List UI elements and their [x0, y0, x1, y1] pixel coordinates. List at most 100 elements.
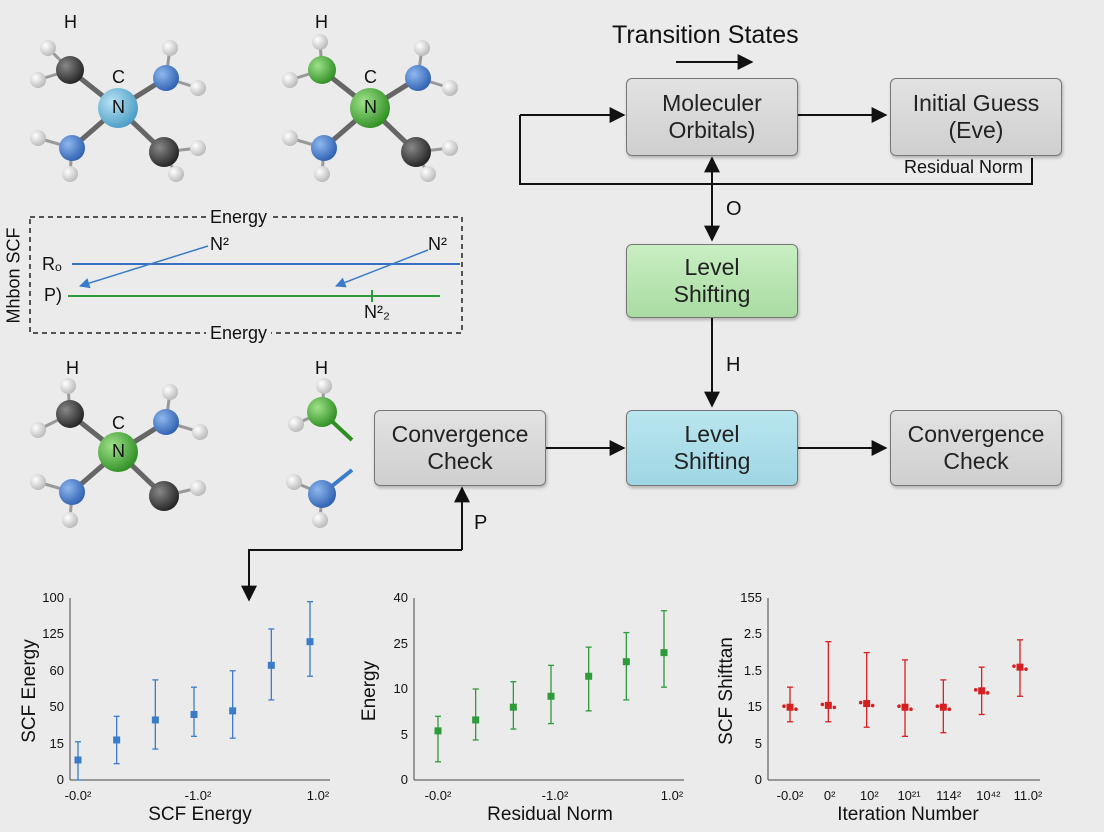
- atom-label-h-4: H: [315, 358, 328, 378]
- chart2-point: [585, 672, 593, 680]
- chart3-point: [1016, 663, 1024, 671]
- level-shifting-blue-box[interactable]: Level Shifting: [626, 410, 798, 486]
- chart3-x-tick-label: 0²: [823, 788, 836, 803]
- chart2-point: [660, 649, 668, 657]
- chart3-jitter-dot: [935, 704, 940, 708]
- chart3-x-tick-label: 10⁴²: [976, 788, 1001, 803]
- flow-connectors: [241, 54, 1033, 602]
- chart1-point: [229, 707, 237, 715]
- chart3-jitter-dot: [909, 707, 913, 711]
- convergence-check-left-box[interactable]: Convergence Check: [374, 410, 546, 486]
- chart3-point: [824, 701, 832, 709]
- atom-label-h-2: H: [315, 12, 328, 32]
- chart1-point: [113, 736, 121, 744]
- chart3-jitter-dot: [794, 707, 798, 711]
- chart2-point: [434, 727, 442, 735]
- chart1-point: [151, 716, 159, 724]
- n2-arrow-right: [335, 249, 429, 288]
- chart3-x-tick-label: 10²: [859, 788, 879, 803]
- chart-axes: [69, 598, 1040, 781]
- energy-panel-n2-c: N²₂: [364, 302, 390, 322]
- diagram-title: Transition States: [612, 21, 799, 49]
- chart3-jitter-dot: [973, 688, 978, 692]
- chart3-jitter-dot: [897, 704, 901, 708]
- molecule-fragment: [286, 378, 354, 528]
- n2-arrow-left: [78, 245, 209, 289]
- energy-panel: [29, 216, 463, 334]
- chart2-xlabel: Residual Norm: [487, 804, 613, 825]
- chart3-jitter-dot: [820, 702, 825, 707]
- chart3-jitter-dot: [1012, 664, 1016, 668]
- chart2-point: [547, 692, 555, 700]
- chart1-y-tick-label: 15: [49, 735, 64, 751]
- residual-norm-label: Residual Norm: [904, 157, 1024, 177]
- chart3-jitter-dot: [832, 705, 837, 710]
- chart2-point: [472, 716, 480, 724]
- chart2-y-tick-label: 10: [393, 681, 408, 696]
- atom-label-n-1: N: [112, 97, 125, 117]
- atom-label-c-3: C: [112, 413, 125, 433]
- chart3-x-tick-label: 11.0²: [1013, 788, 1043, 803]
- chart1-x-tick-label: -1.0²: [184, 788, 212, 803]
- atom-label-c-2: C: [364, 67, 377, 87]
- chart3-point: [786, 703, 794, 711]
- chart1-x-tick-label: -0.0²: [64, 788, 92, 803]
- chart3-point: [863, 700, 871, 708]
- chart1-y-tick-label: 100: [42, 590, 64, 605]
- energy-panel-r-label: Rₒ: [42, 254, 62, 274]
- chart1-point: [74, 756, 82, 764]
- chart3-x-tick-label: -0.0²: [776, 788, 804, 803]
- chart1-point: [306, 638, 314, 646]
- chart3-xlabel: Iteration Number: [837, 804, 979, 825]
- chart3-point: [939, 703, 947, 711]
- energy-panel-top-label: Energy: [206, 207, 272, 228]
- molecule-top-right: [282, 34, 458, 182]
- convergence-check-right-box[interactable]: Convergence Check: [890, 410, 1062, 486]
- chart1-ylabel: SCF Energy: [19, 639, 40, 743]
- atom-label-h-1: H: [64, 12, 77, 32]
- chart2-x-tick-label: 1.0²: [660, 788, 684, 803]
- chart1-y-tick-label: 50: [49, 699, 64, 715]
- chart1-point: [190, 710, 198, 718]
- molecular-orbitals-box[interactable]: Moleculer Orbitals): [626, 78, 798, 156]
- energy-panel-p-label: P): [44, 285, 62, 305]
- chart-marks: [74, 600, 1028, 781]
- chart3-jitter-dot: [858, 700, 863, 705]
- chart2-point: [509, 703, 517, 711]
- chart3-x-tick-label: 10²¹: [897, 788, 921, 803]
- atom-label-n-3: N: [112, 441, 125, 461]
- chart3-jitter-dot: [947, 707, 952, 711]
- chart3-jitter-dot: [870, 703, 875, 708]
- chart3-x-tick-label: 114²: [936, 788, 962, 803]
- chart1-y-tick-label: 125: [42, 626, 64, 642]
- chart1-point: [267, 661, 275, 669]
- chart3-y-tick-label: 5: [754, 735, 762, 751]
- edge-label-h: H: [726, 354, 741, 376]
- check-to-chart-arrow: [241, 549, 462, 602]
- chart3-y-tick-label: 2.5: [743, 626, 762, 642]
- molecule-top-left: [30, 40, 206, 182]
- chart2-y-tick-label: 5: [400, 726, 408, 742]
- energy-panel-n2-b: N²: [428, 234, 447, 254]
- chart2-y-tick-label: 0: [400, 772, 408, 787]
- edge-label-p: P: [474, 512, 488, 534]
- chart3-y-tick-label: 1.5: [743, 662, 762, 678]
- chart3-y-tick-label: 155: [740, 590, 762, 605]
- chart2-point: [622, 658, 630, 666]
- chart3-point: [978, 687, 986, 695]
- chart2-y-tick-label: 25: [393, 635, 408, 651]
- level-shifting-green-box[interactable]: Level Shifting: [626, 244, 798, 318]
- chart3-point: [901, 703, 909, 711]
- chart2-x-tick-label: -0.0²: [424, 788, 452, 803]
- initial-guess-box[interactable]: Initial Guess (Eve): [890, 78, 1062, 156]
- chart3-jitter-dot: [1024, 667, 1028, 671]
- atom-label-h-3: H: [66, 358, 79, 378]
- chart3-jitter-dot: [782, 704, 786, 708]
- chart1-xlabel: SCF Energy: [148, 804, 252, 825]
- energy-panel-n2-a: N²: [210, 234, 229, 254]
- chart3-y-tick-label: 15: [747, 699, 762, 715]
- edge-label-o: O: [726, 198, 742, 220]
- chart3-jitter-dot: [985, 691, 990, 695]
- chart1-x-tick-label: 1.0²: [306, 788, 330, 803]
